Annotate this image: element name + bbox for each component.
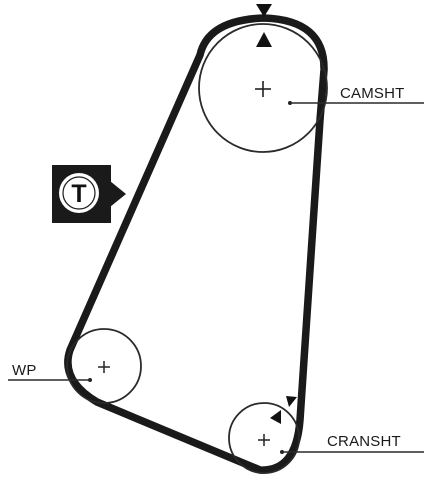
camshaft-mark-down-arrow xyxy=(256,4,272,17)
camshaft-callout: CAMSHT xyxy=(292,85,424,104)
crankshaft-timing-marks xyxy=(270,396,297,424)
tensioner-circle xyxy=(59,173,99,213)
crankshaft-mark-outer-arrow xyxy=(286,396,297,407)
camshaft-pulley-outline xyxy=(198,23,328,153)
camshaft-pulley xyxy=(198,23,328,153)
tensioner-indicator: T xyxy=(52,165,126,223)
crankshaft-mark-inner-arrow xyxy=(270,410,281,424)
crankshaft-pulley-outline xyxy=(228,402,300,474)
crankshaft-label: CRANSHT xyxy=(327,433,401,450)
camshaft-timing-dot xyxy=(288,101,292,105)
water-pump-pulley-outline xyxy=(66,328,142,404)
water-pump-pulley xyxy=(66,328,142,404)
water-pump-callout: WP xyxy=(8,362,90,381)
tensioner-pointer-arrow xyxy=(110,181,126,207)
tensioner-circle-inner xyxy=(62,176,96,210)
water-pump-center-mark xyxy=(98,361,110,373)
crankshaft-pulley xyxy=(228,402,300,474)
timing-belt-path xyxy=(64,14,328,474)
timing-belt xyxy=(64,14,328,474)
camshaft-center-mark xyxy=(255,81,271,97)
camshaft-mark-up-arrow xyxy=(256,32,272,47)
crankshaft-callout: CRANSHT xyxy=(282,433,424,453)
camshaft-timing-marks xyxy=(256,4,272,47)
tensioner-label: T xyxy=(71,180,86,208)
camshaft-label: CAMSHT xyxy=(340,85,405,102)
crankshaft-center-mark xyxy=(258,434,270,446)
water-pump-label: WP xyxy=(12,362,37,379)
